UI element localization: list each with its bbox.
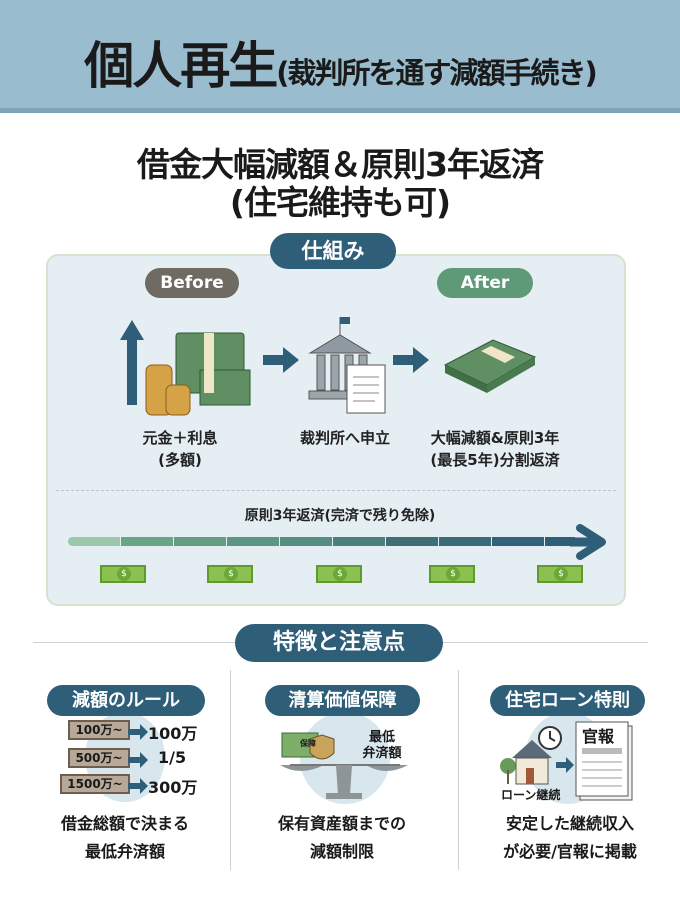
desc-line: が必要/官報に掲載 (503, 842, 637, 861)
before-label: Before (145, 268, 239, 298)
rule-from: 1500万~ (60, 774, 130, 794)
banknote-icon: $ (207, 565, 253, 583)
step1-line2: (多額) (158, 451, 202, 469)
money-stack-icon (443, 339, 537, 393)
step2-label: 裁判所へ申立 (299, 429, 390, 447)
timeline-arrowhead-icon (570, 524, 606, 560)
step1-label: 元金＋利息 (多額) (120, 427, 240, 471)
dollar-sign: $ (446, 567, 460, 581)
mechanism-panel (46, 254, 626, 606)
banknote-icon: $ (429, 565, 475, 583)
rule-from: 100万~ (68, 720, 130, 740)
courthouse-icon (308, 317, 386, 414)
timeline-segment (492, 537, 544, 546)
timeline-segment (174, 537, 226, 546)
arrow-right-icon (393, 347, 429, 373)
headline-line2: (住宅維持も可) (229, 183, 451, 222)
rule-from: 500万~ (68, 748, 130, 768)
label-line: 最低 (368, 730, 395, 745)
timeline-segment (280, 537, 332, 546)
title-sub: (裁判所を通す減額手続き) (276, 56, 598, 90)
dollar-sign: $ (554, 567, 568, 581)
rule-to: 100万 (148, 724, 198, 743)
house-label: ローン継続 (501, 788, 561, 802)
dashed-divider (56, 490, 616, 491)
page-title: 個人再生(裁判所を通す減額手続き) (0, 26, 680, 98)
banknote-icon: $ (100, 565, 146, 583)
banknote-icon: $ (316, 565, 362, 583)
timeline-segment (333, 537, 385, 546)
money-pile-icon (120, 320, 251, 416)
headline-line1: 借金大幅減額＆原則3年返済 (137, 145, 544, 184)
balance-scale-icon (280, 732, 408, 799)
banknote-icon: $ (537, 565, 583, 583)
desc-line: 安定した継続収入 (505, 814, 634, 833)
feature-desc: 借金総額で決まる最低弁済額 (20, 810, 230, 866)
desc-line: 最低弁済額 (84, 842, 165, 861)
timeline-label: 原則3年返済(完済で残り免除) (244, 508, 436, 524)
step1-line1: 元金＋利息 (142, 429, 218, 447)
timeline-segment (68, 537, 120, 546)
rule-to: 1/5 (158, 748, 187, 767)
step3-label: 大幅減額&原則3年 (最長5年)分割返済 (415, 427, 575, 471)
desc-line: 借金総額で決まる (60, 814, 189, 833)
timeline-segment (227, 537, 279, 546)
desc-line: 保有資産額までの (277, 814, 406, 833)
feature-desc: 安定した継続収入が必要/官報に掲載 (465, 810, 675, 866)
step3-line2: (最長5年)分割返済 (430, 451, 560, 469)
after-label: After (437, 268, 533, 298)
arrow-right-icon (263, 347, 299, 373)
features-label: 特徴と注意点 (235, 624, 443, 662)
shield-label: 保障 (300, 739, 316, 748)
column-divider (458, 670, 459, 870)
feature-title-liquidation: 清算価値保障 (265, 685, 420, 716)
timeline-segment (121, 537, 173, 546)
feature-title-reduction-rule: 減額のルール (47, 685, 205, 716)
step3-line1: 大幅減額&原則3年 (430, 429, 560, 447)
timeline-segment (386, 537, 438, 546)
scale-right-label: 最低弁済額 (357, 730, 407, 762)
dollar-sign: $ (224, 567, 238, 581)
feature-title-housing-loan: 住宅ローン特則 (490, 685, 645, 716)
dollar-sign: $ (333, 567, 347, 581)
header-band (0, 0, 680, 113)
rule-to: 300万 (148, 778, 198, 797)
title-main: 個人再生 (84, 37, 278, 95)
label-line: 弁済額 (362, 746, 402, 761)
gazette-label: 官報 (582, 727, 615, 746)
arrow-icons (128, 724, 148, 794)
column-divider (230, 670, 231, 870)
desc-line: 減額制限 (309, 842, 374, 861)
dollar-sign: $ (117, 567, 131, 581)
timeline-segment (545, 537, 575, 546)
mechanism-label: 仕組み (270, 233, 396, 269)
timeline-segment (439, 537, 491, 546)
feature-desc: 保有資産額までの減額制限 (237, 810, 447, 866)
house-and-gazette-icon (500, 721, 633, 801)
